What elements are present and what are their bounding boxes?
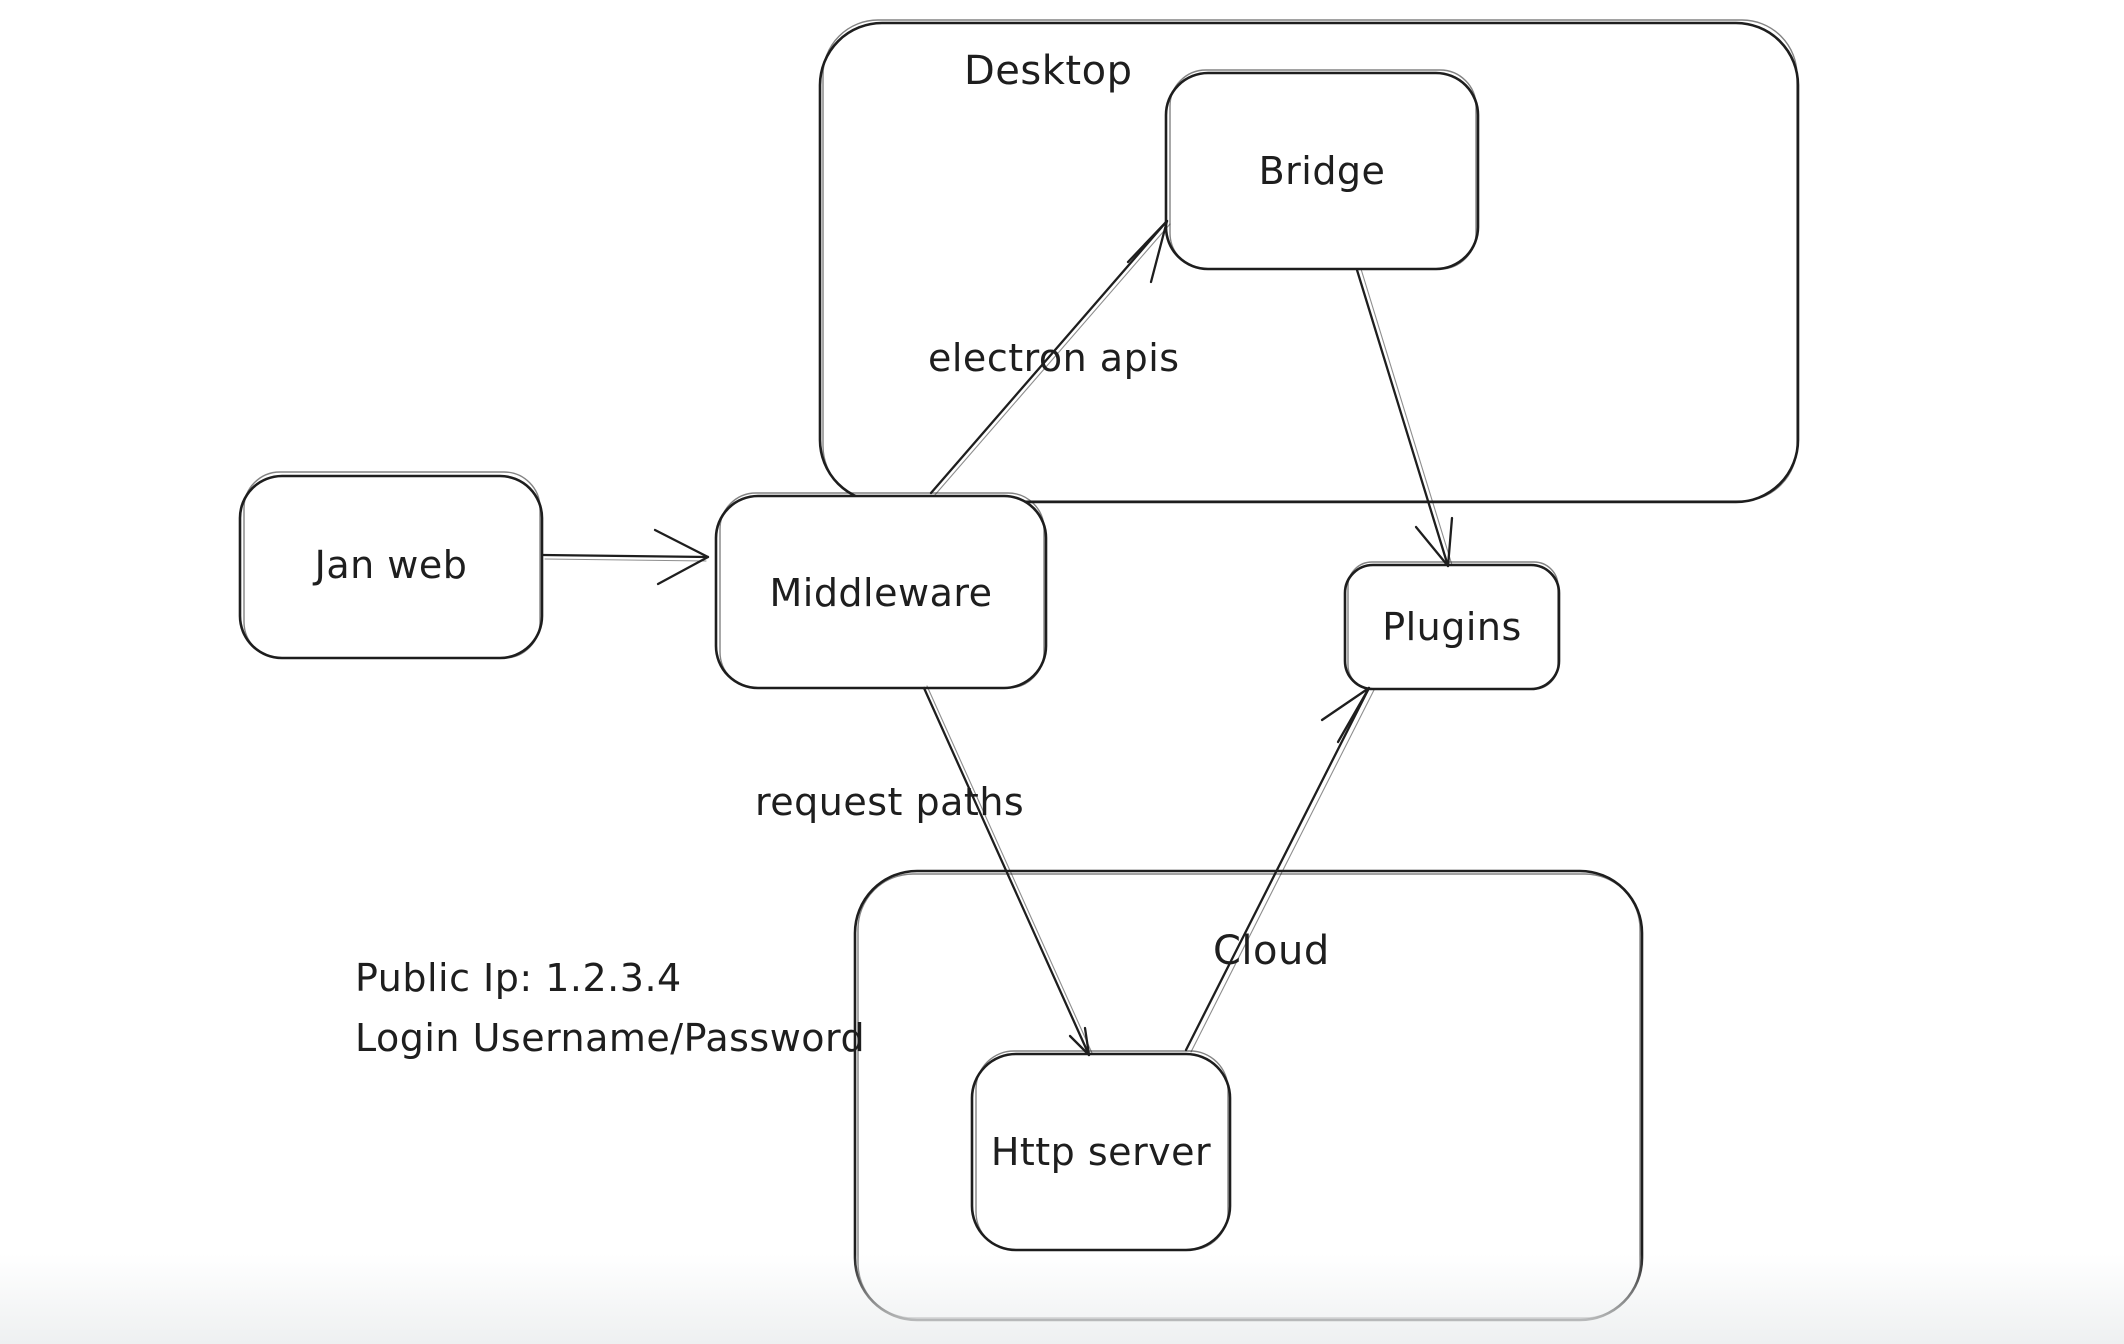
edge-label-electron-apis[interactable]: electron apis [928,336,1180,380]
node-plugins[interactable] [1343,561,1561,691]
annotation-text[interactable]: Public Ip: 1.2.3.4 Login Username/Passwo… [355,948,865,1068]
desktop-container-label[interactable]: Desktop [964,48,1133,94]
arrow-middleware-to-bridge[interactable] [929,219,1171,497]
node-http-server-label[interactable]: Http server [990,1130,1212,1174]
node-http-server[interactable] [970,1050,1232,1252]
arrow-middleware-to-httpserver[interactable] [922,685,1093,1057]
desktop-container-box[interactable] [818,19,1800,504]
arrow-janweb-to-middleware[interactable] [541,528,710,586]
node-jan-web[interactable] [238,471,544,660]
node-middleware-label[interactable]: Middleware [769,571,993,615]
arrow-httpserver-to-plugins[interactable] [1184,686,1375,1053]
arrow-bridge-to-plugins[interactable] [1355,268,1454,568]
node-plugins-label[interactable]: Plugins [1382,605,1522,649]
node-middleware[interactable] [714,492,1048,690]
annotation-login: Login Username/Password [355,1016,866,1060]
edge-label-request-paths[interactable]: request paths [755,780,1025,824]
node-bridge-label[interactable]: Bridge [1258,149,1386,193]
cloud-container-label[interactable]: Cloud [1213,928,1330,974]
annotation-public-ip: Public Ip: 1.2.3.4 [355,956,682,1000]
node-bridge[interactable] [1164,69,1480,271]
node-jan-web-label[interactable]: Jan web [314,543,468,587]
